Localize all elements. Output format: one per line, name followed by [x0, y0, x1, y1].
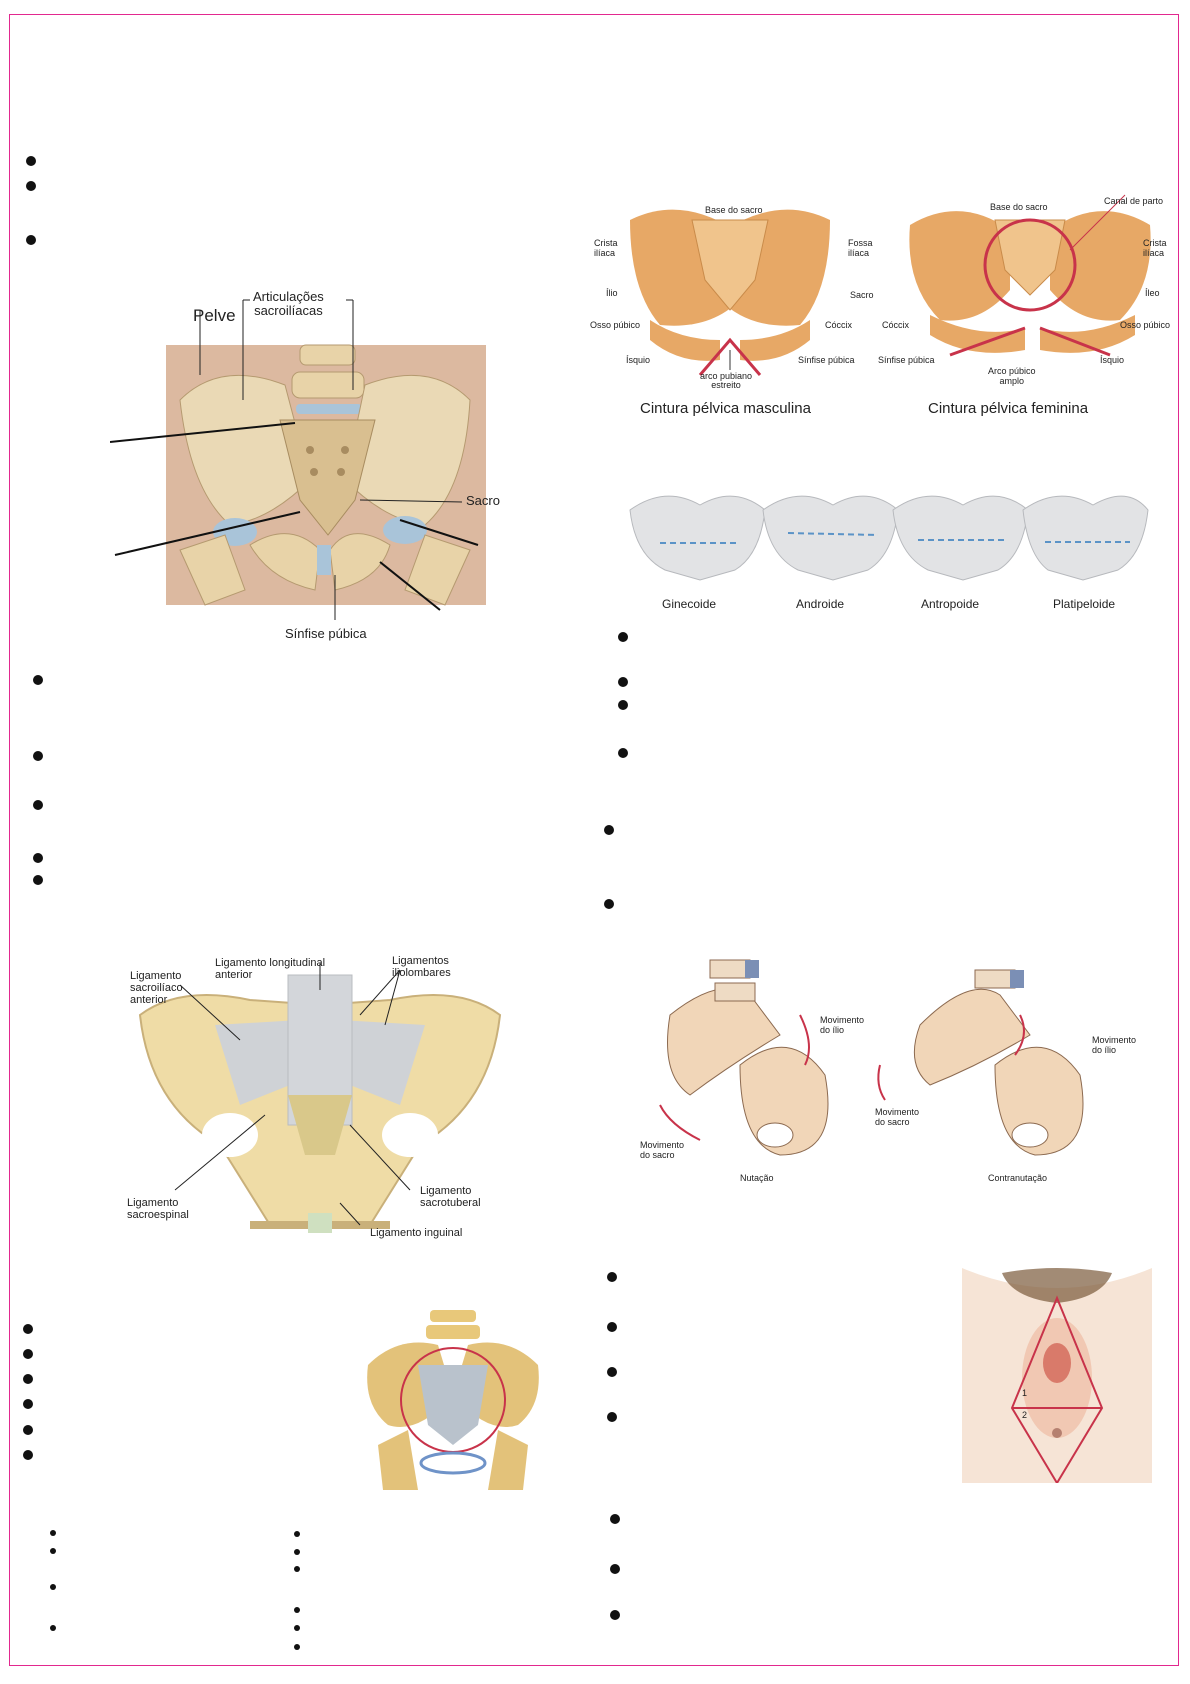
label-nutacao: Nutação	[740, 1173, 774, 1183]
small-bullet	[294, 1625, 300, 1631]
label-movimento-do-ilio-1: Movimento do ílio	[820, 1015, 865, 1035]
small-bullet	[294, 1566, 300, 1572]
label-ligamento-longitudinal-anterior: Ligamento longitudinal anterior	[215, 957, 326, 981]
bullet	[23, 1374, 33, 1384]
bullet	[26, 156, 36, 166]
label-coccix-female: Cóccix	[882, 320, 910, 330]
bullet	[610, 1514, 620, 1524]
pelvis-types-figure: Ginecoide Androide Antropoide Platipeloi…	[625, 485, 1150, 615]
label-ginecoide: Ginecoide	[662, 597, 717, 611]
pelvis-circle-figure	[358, 1305, 548, 1495]
bullet	[618, 632, 628, 642]
small-bullet	[294, 1549, 300, 1555]
small-bullet	[50, 1530, 56, 1536]
perineum-figure: 1 2	[962, 1268, 1152, 1483]
label-platipeloide: Platipeloide	[1053, 597, 1116, 611]
label-sacro: Sacro	[466, 493, 500, 508]
pelvic-ligaments-figure: Ligamento sacroilíaco anterior Ligamento…	[120, 945, 520, 1245]
bullet	[33, 800, 43, 810]
bullet	[604, 825, 614, 835]
label-ileo-female: Íleo	[1145, 288, 1160, 298]
bullet	[23, 1450, 33, 1460]
label-pelve: Pelve	[193, 306, 236, 325]
small-bullet	[50, 1625, 56, 1631]
label-ligamentos-iliolombares: Ligamentos iliolombares	[392, 955, 451, 979]
label-sinfise-pubica-male: Sínfise púbica	[798, 355, 855, 365]
small-bullet	[294, 1644, 300, 1650]
bullet	[618, 700, 628, 710]
bullet	[23, 1399, 33, 1409]
bullet	[618, 677, 628, 687]
label-antropoide: Antropoide	[921, 597, 980, 611]
nutation-figure: Movimento do ílio Movimento do sacro Nut…	[630, 955, 1150, 1190]
label-movimento-do-sacro-2: Movimento do sacro	[875, 1107, 920, 1127]
label-contranutacao: Contranutação	[988, 1173, 1048, 1183]
label-ligamento-sacroespinal: Ligamento sacroespinal	[127, 1197, 189, 1221]
small-bullet	[294, 1531, 300, 1537]
bullet	[23, 1425, 33, 1435]
bullet	[604, 899, 614, 909]
label-articulacoes-sacroiliacas: Articulações sacroilíacas	[253, 290, 324, 318]
label-ilio-male: Ílio	[606, 288, 618, 298]
small-bullet	[50, 1584, 56, 1590]
bullet	[610, 1564, 620, 1574]
label-arco-pubiano-estreito: arco pubiano estreito	[700, 371, 753, 390]
label-androide: Androide	[796, 597, 845, 611]
label-triangle-1: 1	[1022, 1388, 1028, 1398]
label-base-do-sacro-female: Base do sacro	[990, 202, 1048, 212]
bullet	[33, 675, 43, 685]
label-isquio-male: Ísquio	[626, 355, 651, 365]
caption-cintura-pelvica-feminina: Cintura pélvica feminina	[928, 400, 1089, 417]
label-ligamento-sacroiliaco-anterior: Ligamento sacroilíaco anterior	[130, 970, 183, 1006]
bullet	[26, 235, 36, 245]
bullet	[23, 1324, 33, 1334]
label-canal-de-parto: Canal de parto	[1104, 196, 1164, 206]
bullet	[33, 853, 43, 863]
label-fossa-iliaca: Fossa ilíaca	[848, 238, 873, 258]
bullet	[33, 875, 43, 885]
bullet	[26, 181, 36, 191]
bullet	[607, 1272, 617, 1282]
small-bullet	[50, 1548, 56, 1554]
pelvis-anatomy-figure: Pelve Articulações sacroilíacas Sacro Sí…	[110, 290, 530, 650]
caption-cintura-pelvica-masculina: Cintura pélvica masculina	[640, 400, 811, 417]
label-osso-pubico-female: Osso púbico	[1120, 320, 1170, 330]
small-bullet	[294, 1607, 300, 1613]
label-isquio-female: Ísquio	[1100, 355, 1125, 365]
page-frame	[9, 14, 1179, 1666]
bullet	[33, 751, 43, 761]
label-movimento-do-sacro-1: Movimento do sacro	[640, 1140, 685, 1160]
label-sinfise-pubica-female: Sínfise púbica	[878, 355, 935, 365]
bullet	[610, 1610, 620, 1620]
label-ligamento-inguinal: Ligamento inguinal	[370, 1227, 463, 1239]
label-osso-pubico-male: Osso púbico	[590, 320, 641, 330]
label-movimento-do-ilio-2: Movimento do ílio	[1092, 1035, 1137, 1055]
label-arco-pubico-amplo: Arco púbico amplo	[988, 366, 1036, 386]
bullet	[23, 1349, 33, 1359]
bullet	[607, 1322, 617, 1332]
label-sinfise-pubica: Sínfise púbica	[285, 626, 367, 641]
bullet	[607, 1367, 617, 1377]
label-triangle-2: 2	[1022, 1410, 1028, 1420]
label-crista-iliaca-male: Crista ilíaca	[594, 238, 618, 258]
label-base-do-sacro-male: Base do sacro	[705, 205, 763, 215]
label-ligamento-sacrotuberal: Ligamento sacrotuberal	[420, 1185, 481, 1209]
bullet	[607, 1412, 617, 1422]
male-female-pelvis-figure: Base do sacro Crista ilíaca Ílio Osso pú…	[590, 190, 1170, 420]
bullet	[618, 748, 628, 758]
label-crista-iliaca-female: Crista ilíaca	[1143, 238, 1167, 258]
label-sacro-male: Sacro	[850, 290, 874, 300]
label-coccix-male: Cóccix	[825, 320, 853, 330]
